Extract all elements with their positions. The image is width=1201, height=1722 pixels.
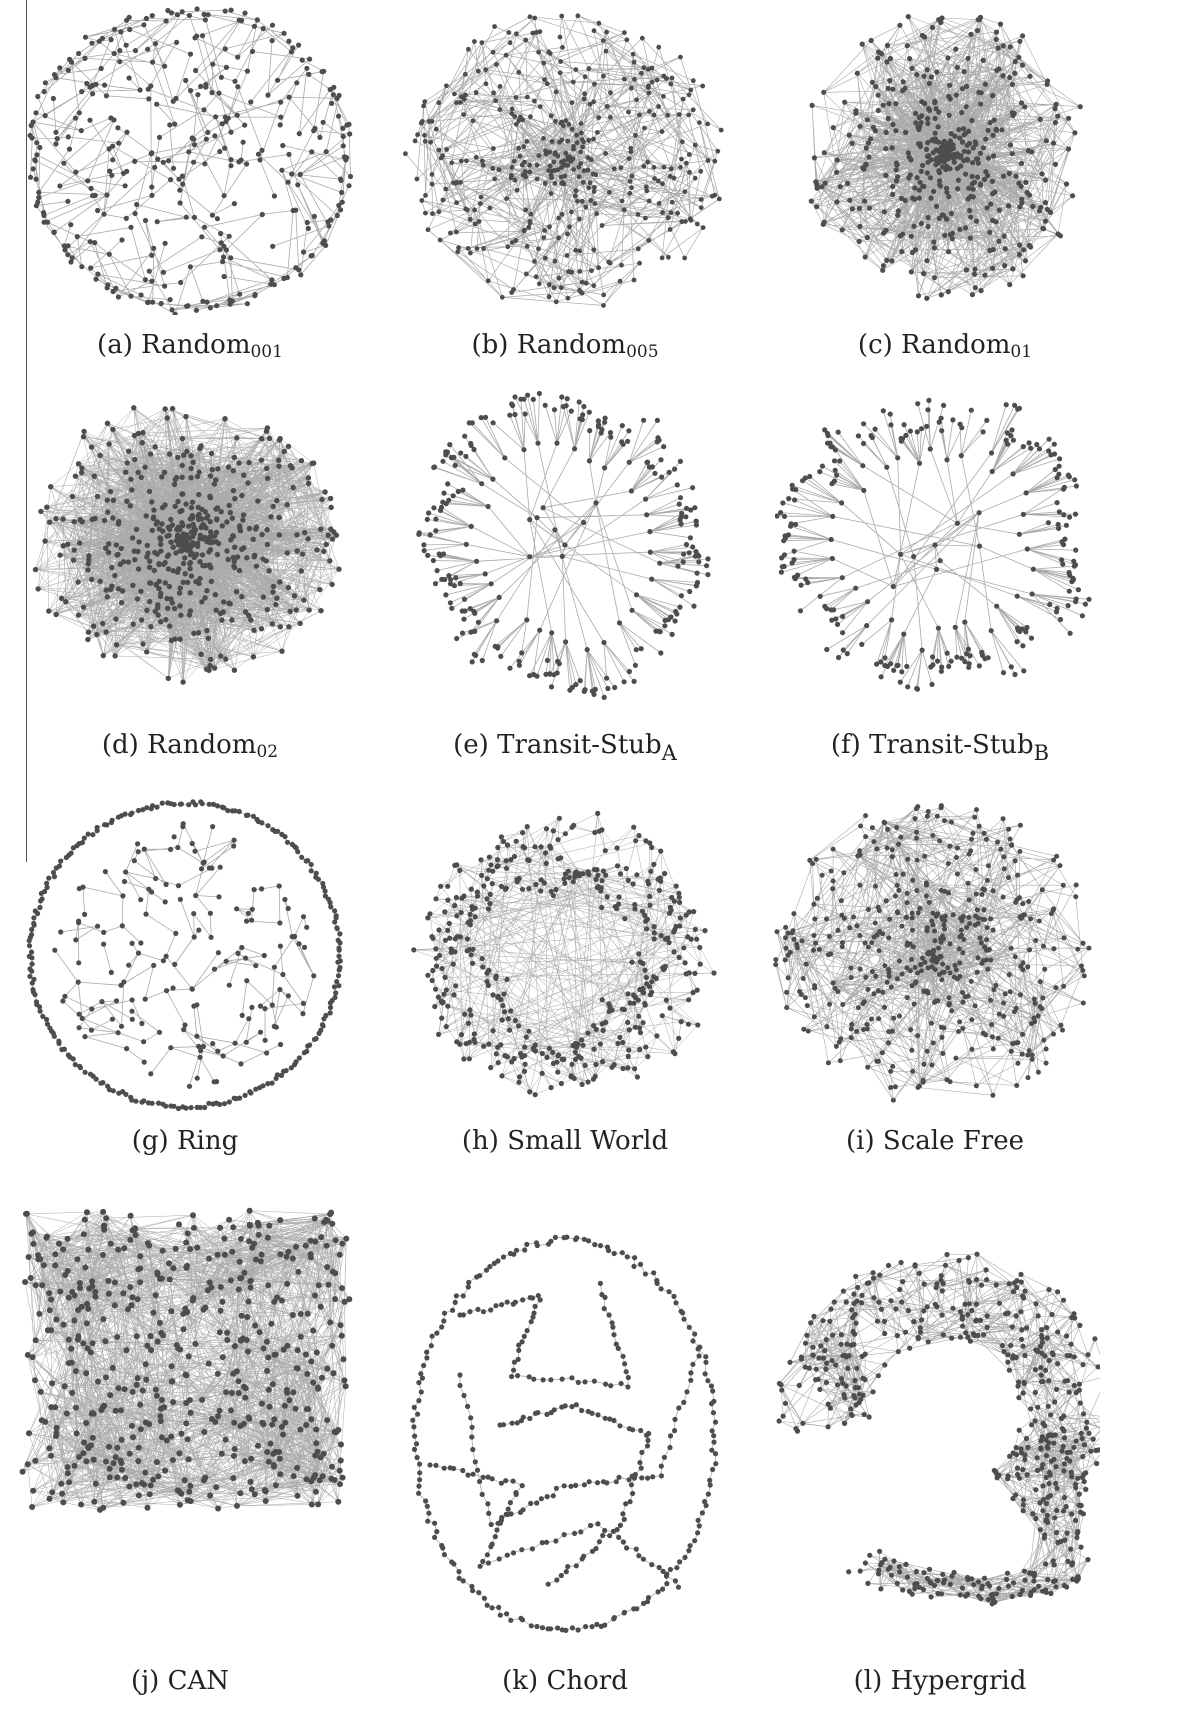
panel-transit-stub-b	[775, 390, 1095, 700]
caption-k: (k) Chord	[400, 1666, 730, 1696]
caption-b-name: Random	[517, 330, 626, 360]
caption-e-sub: A	[662, 741, 677, 765]
caption-f-label: (f)	[831, 730, 861, 760]
caption-h-label: (h)	[462, 1126, 499, 1156]
caption-g-label: (g)	[132, 1126, 169, 1156]
caption-a-label: (a)	[97, 330, 133, 360]
caption-d: (d) Random02	[20, 730, 360, 760]
caption-b-label: (b)	[471, 330, 508, 360]
panel-ring	[20, 795, 350, 1115]
caption-c-sub: 01	[1010, 342, 1032, 362]
caption-l: (l) Hypergrid	[780, 1666, 1100, 1696]
caption-h: (h) Small World	[390, 1126, 740, 1156]
caption-d-name: Random	[147, 730, 256, 760]
caption-a-sub: 001	[250, 342, 282, 362]
graph-edges	[414, 813, 714, 1094]
caption-i: (i) Scale Free	[770, 1126, 1100, 1156]
panel-random-001	[20, 5, 360, 315]
panel-chord	[400, 1225, 730, 1645]
caption-e-name: Transit-Stub	[497, 730, 662, 760]
panel-small-world	[390, 795, 740, 1115]
graph-random-02	[25, 395, 345, 685]
caption-b-sub: 005	[626, 342, 658, 362]
graph-transit-stub-b	[775, 390, 1095, 700]
caption-i-label: (i)	[846, 1126, 875, 1156]
graph-hypergrid	[775, 1235, 1100, 1650]
panel-random-005	[400, 5, 730, 315]
caption-l-label: (l)	[854, 1666, 883, 1696]
caption-j-name: CAN	[168, 1666, 229, 1696]
caption-j: (j) CAN	[10, 1666, 350, 1696]
caption-c-name: Random	[901, 330, 1010, 360]
panel-random-02	[25, 395, 345, 685]
panel-random-01	[790, 5, 1100, 315]
caption-b: (b) Random005	[400, 330, 730, 360]
caption-d-label: (d)	[102, 730, 139, 760]
caption-e: (e) Transit-StubA	[400, 730, 730, 760]
caption-a: (a) Random001	[20, 330, 360, 360]
panel-can	[5, 1195, 360, 1520]
graph-random-01	[790, 5, 1100, 315]
graph-nodes	[27, 799, 343, 1111]
graph-ring	[20, 795, 350, 1115]
graph-small-world	[390, 795, 740, 1115]
caption-l-name: Hypergrid	[891, 1666, 1027, 1696]
caption-i-name: Scale Free	[883, 1126, 1024, 1156]
graph-chord	[400, 1225, 730, 1645]
graph-transit-stub-a	[405, 390, 725, 700]
caption-c-label: (c)	[858, 330, 893, 360]
panel-scale-free	[770, 795, 1100, 1115]
caption-f: (f) Transit-StubB	[780, 730, 1100, 760]
graph-can	[5, 1195, 360, 1520]
caption-g-name: Ring	[177, 1126, 238, 1156]
caption-j-label: (j)	[131, 1666, 159, 1696]
caption-g: (g) Ring	[20, 1126, 350, 1156]
panel-transit-stub-a	[405, 390, 725, 700]
caption-f-sub: B	[1034, 741, 1049, 765]
caption-e-label: (e)	[453, 730, 489, 760]
caption-k-label: (k)	[502, 1666, 538, 1696]
caption-a-name: Random	[141, 330, 250, 360]
graph-random-005	[400, 5, 730, 315]
caption-k-name: Chord	[546, 1666, 627, 1696]
caption-c: (c) Random01	[790, 330, 1100, 360]
caption-d-sub: 02	[256, 742, 278, 762]
caption-f-name: Transit-Stub	[869, 730, 1034, 760]
caption-h-name: Small World	[507, 1126, 668, 1156]
panel-hypergrid	[775, 1235, 1100, 1650]
graph-scale-free	[770, 795, 1100, 1115]
graph-nodes	[809, 14, 1083, 301]
graph-random-001	[20, 5, 360, 315]
